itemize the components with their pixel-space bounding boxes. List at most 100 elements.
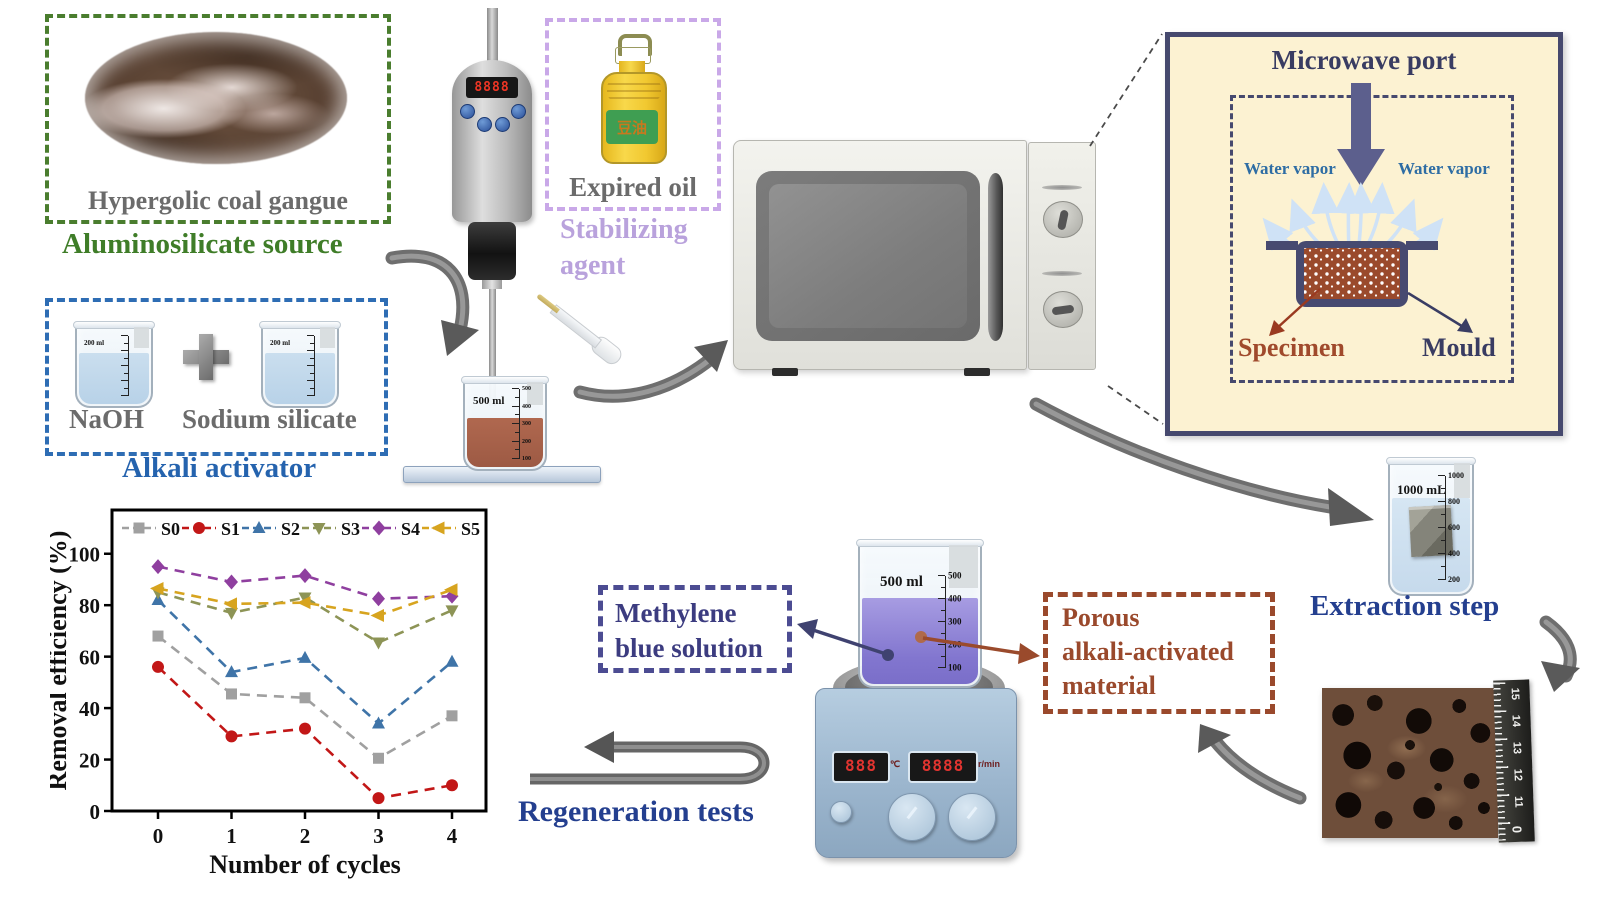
svg-text:3: 3 <box>373 824 384 848</box>
svg-text:Removal efficiency (%): Removal efficiency (%) <box>50 531 72 791</box>
extraction-step-label: Extraction step <box>1310 590 1500 622</box>
microwave-oven <box>733 140 1027 370</box>
water-vapor-right-label: Water vapor <box>1398 159 1490 178</box>
aluminosilicate-label: Aluminosilicate source <box>62 228 343 260</box>
methylene-blue-box: Methylene blue solution <box>598 585 792 673</box>
hotplate-speed-knob[interactable] <box>948 793 996 841</box>
mould-label: Mould <box>1422 333 1496 362</box>
svg-text:S4: S4 <box>401 519 420 539</box>
arrowhead <box>1328 488 1374 526</box>
arrowhead-navy <box>797 619 818 639</box>
microwave-foot <box>772 368 798 376</box>
arrowhead <box>441 320 479 356</box>
microwave-port-title: Microwave port <box>1271 45 1457 75</box>
expired-oil-box: 豆油 Expired oil <box>545 18 721 211</box>
hotplate-temp-display: 888 <box>832 751 890 783</box>
svg-text:20: 20 <box>79 749 100 773</box>
stirrer-button[interactable] <box>477 117 492 132</box>
porous-line3: material <box>1062 670 1156 700</box>
specimen-label: Specimen <box>1238 333 1345 362</box>
hotplate-temp-knob[interactable] <box>888 793 936 841</box>
silicate-liquid <box>265 353 335 404</box>
beaker-volume-label: 200 ml <box>84 339 105 347</box>
svg-text:S2: S2 <box>281 519 300 539</box>
svg-text:S1: S1 <box>221 519 240 539</box>
stirrer-button[interactable] <box>460 104 475 119</box>
naoh-liquid <box>79 353 149 404</box>
panel-slot <box>1042 271 1082 276</box>
porous-material-box: Porous alkali-activated material <box>1043 592 1275 714</box>
svg-text:S0: S0 <box>161 519 180 539</box>
panel-slot <box>1042 185 1082 190</box>
hotplate-stirrer: 888 ℃ 8888 r/min <box>815 688 1017 858</box>
microwave-door-handle[interactable] <box>988 173 1003 341</box>
stirrer-shaft <box>489 286 496 406</box>
microwave-control-panel <box>1028 142 1096 370</box>
stirrer-collar <box>482 280 502 289</box>
beaker-volume-label: 500 ml <box>473 395 505 407</box>
beaker-scale <box>306 335 315 396</box>
stirrer-chuck <box>468 222 516 280</box>
silicate-label: Sodium silicate <box>182 404 357 434</box>
porous-line1: Porous <box>1062 603 1140 632</box>
naoh-label: NaOH <box>69 404 145 434</box>
arrowhead <box>1541 661 1580 692</box>
beaker-volume-label: 500 ml <box>880 574 923 590</box>
svg-text:Number of cycles: Number of cycles <box>209 850 401 879</box>
alkali-activator-box: 200 ml 200 ml NaOH Sodium silicate <box>45 298 388 456</box>
beaker-glare <box>320 327 335 349</box>
beaker-scale <box>120 335 129 396</box>
stirrer-top-rod <box>487 8 498 64</box>
mixing-liquid <box>467 417 543 467</box>
arrow-extraction-to-photo <box>1539 615 1577 683</box>
stabilizing-agent-line1: Stabilizing <box>560 214 688 245</box>
hotplate-speed-unit: r/min <box>978 759 1001 769</box>
beaker-volume-label: 200 ml <box>270 339 291 347</box>
svg-text:60: 60 <box>79 646 100 670</box>
methylene-line2: blue solution <box>615 633 763 664</box>
hotplate-small-knob[interactable] <box>830 801 852 823</box>
svg-text:80: 80 <box>79 594 100 618</box>
oil-bottle-label: 豆油 <box>606 110 658 144</box>
coal-gangue-image <box>85 32 347 164</box>
svg-text:S5: S5 <box>461 519 480 539</box>
arrowhead <box>1198 724 1231 753</box>
svg-text:2: 2 <box>300 824 311 848</box>
svg-text:S3: S3 <box>341 519 360 539</box>
pipette <box>527 289 625 374</box>
callout-line-bottom <box>1107 385 1164 425</box>
stirrer-display: 8888 <box>466 77 518 98</box>
alkali-activator-label: Alkali activator <box>122 452 317 484</box>
microwave-knob-bottom[interactable] <box>1043 291 1083 328</box>
water-vapor-left-label: Water vapor <box>1244 159 1336 178</box>
svg-text:0: 0 <box>90 800 101 824</box>
svg-text:100: 100 <box>69 543 101 567</box>
svg-text:1: 1 <box>226 824 237 848</box>
expired-oil-caption: Expired oil <box>569 172 697 202</box>
svg-text:0: 0 <box>153 824 164 848</box>
coal-gangue-caption: Hypergolic coal gangue <box>88 186 348 215</box>
beaker-glare <box>527 382 543 406</box>
stirrer-button[interactable] <box>495 117 510 132</box>
hotplate-speed-display: 8888 <box>908 751 978 783</box>
microwave-knob-top[interactable] <box>1043 201 1083 238</box>
microwave-inset-panel: Microwave port Water vapor Water vapor <box>1165 32 1563 436</box>
svg-text:40: 40 <box>79 697 100 721</box>
regeneration-tests-label: Regeneration tests <box>518 795 754 828</box>
specimen-cube <box>1408 504 1454 558</box>
coal-gangue-box: Hypergolic coal gangue <box>45 14 391 224</box>
silicate-beaker: 200 ml <box>259 321 341 408</box>
stabilizing-agent-line2: agent <box>560 250 626 281</box>
porous-line2: alkali-activated <box>1062 636 1234 666</box>
stirrer-button[interactable] <box>511 104 526 119</box>
arrowhead-brown <box>1018 643 1040 664</box>
regeneration-uturn-arrow <box>530 741 770 785</box>
